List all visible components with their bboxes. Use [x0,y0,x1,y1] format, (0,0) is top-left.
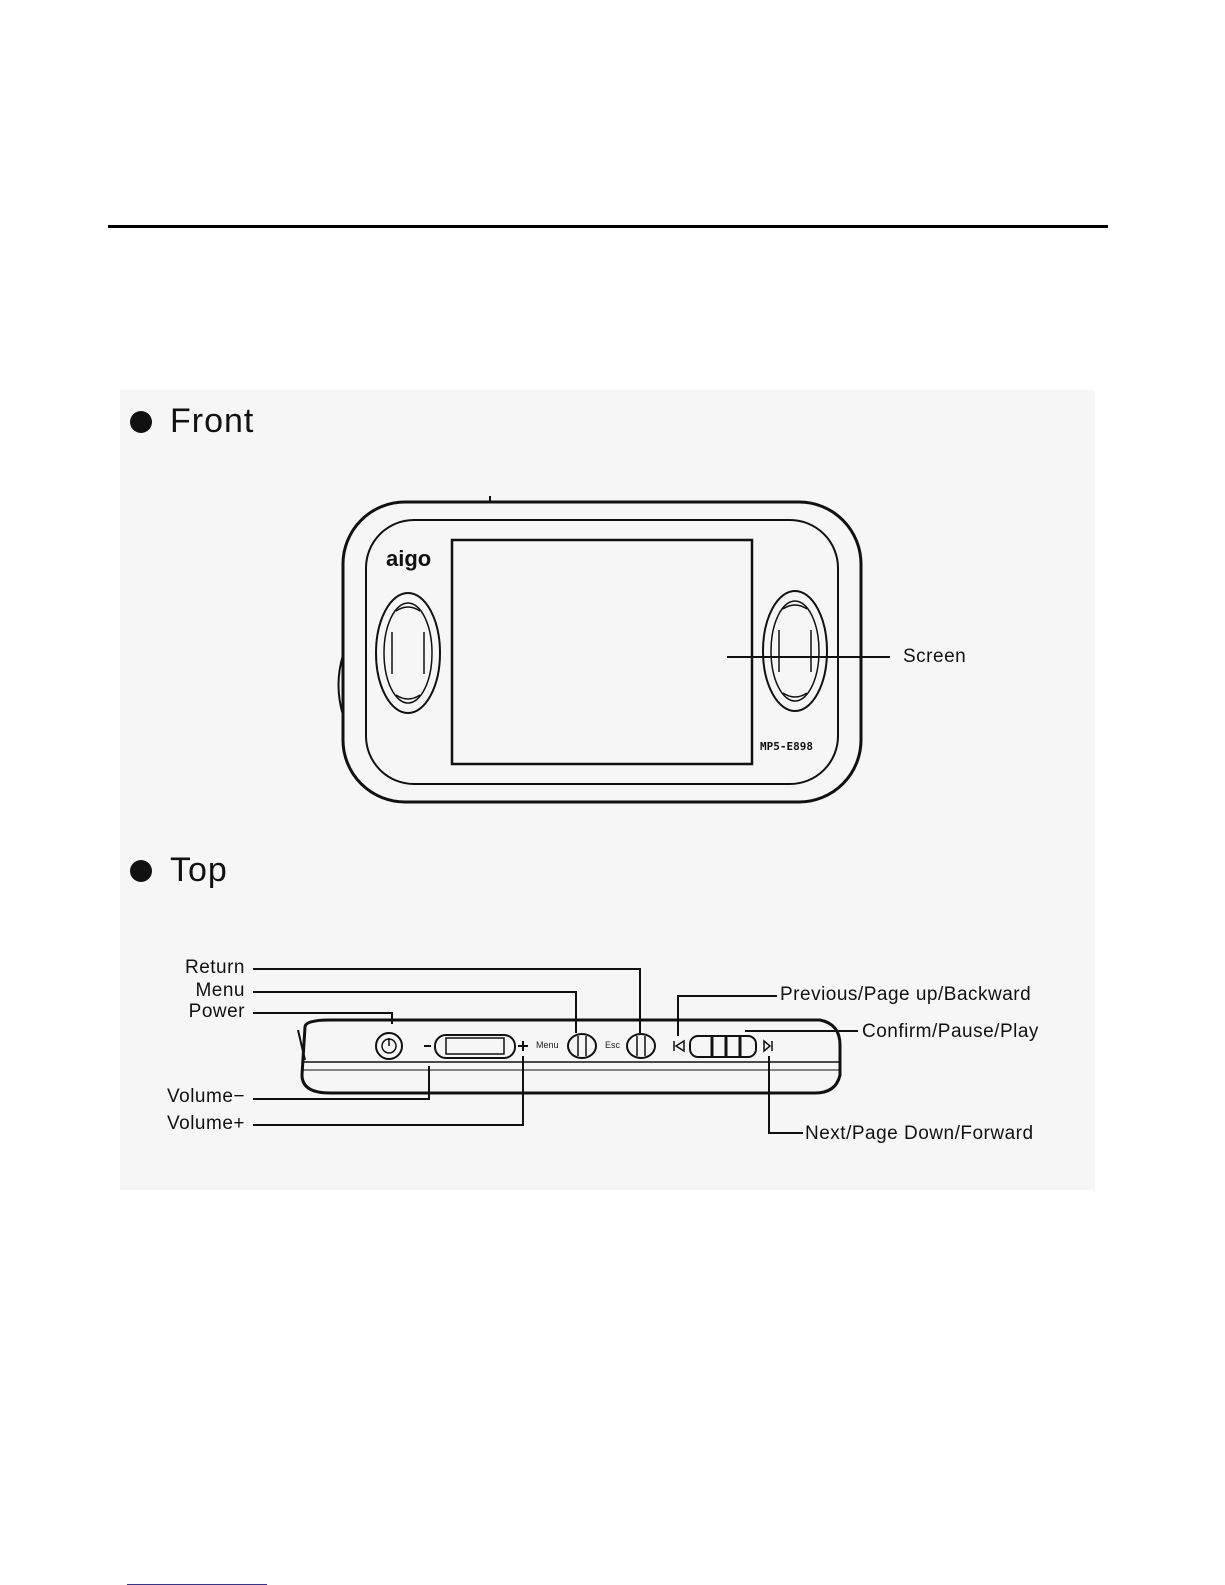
callout-next: Next/Page Down/Forward [805,1123,1034,1145]
model-label: MP5-E898 [760,740,813,753]
callout-volume-plus: Volume+ [140,1113,245,1135]
prev-glyph [674,1041,684,1051]
callout-previous: Previous/Page up/Backward [780,984,1031,1006]
next-glyph [764,1041,772,1051]
top-leaders [253,969,858,1133]
front-view-device [339,496,862,802]
callout-volume-minus: Volume− [140,1086,245,1108]
callout-menu: Menu [140,980,245,1002]
esc-button-label: Esc [605,1040,620,1050]
right-speaker-icon [763,591,827,711]
callout-return: Return [140,957,245,979]
brand-logo: aigo [386,546,431,572]
left-speaker-icon [376,593,440,713]
callout-screen: Screen [903,646,966,668]
callout-power: Power [140,1001,245,1023]
screen-outline [452,540,752,764]
callout-confirm: Confirm/Pause/Play [862,1021,1039,1043]
menu-button-label: Menu [536,1040,559,1050]
